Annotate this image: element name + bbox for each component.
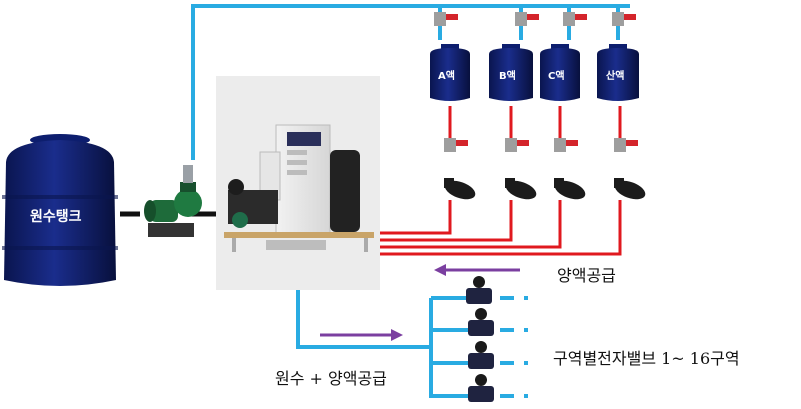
- pump: [144, 165, 202, 237]
- tank-acid-label: 산액: [606, 71, 625, 82]
- flow-arrows: [320, 264, 520, 341]
- source-tank-label: 원수탱크: [30, 209, 82, 225]
- source-tank: [2, 134, 118, 286]
- tank-a-label: A액: [438, 71, 455, 82]
- valve-top-c: [563, 12, 587, 26]
- mid-valves: [444, 138, 638, 152]
- injectors: [444, 178, 646, 200]
- injector-acid: [614, 178, 646, 200]
- controller-unit: [216, 76, 380, 290]
- tank-acid: [597, 44, 639, 101]
- zone-valve-1: [466, 276, 492, 304]
- zone-valves: [466, 276, 494, 402]
- valve-top-b: [515, 12, 539, 26]
- zone-valve-3: [468, 341, 494, 369]
- injector-c: [554, 178, 586, 200]
- tank-a: [430, 44, 470, 101]
- zone-valves-label: 구역별전자밸브 1~ 16구역: [553, 349, 740, 368]
- injector-b: [505, 178, 537, 200]
- valve-top-a: [434, 12, 458, 26]
- injector-a: [444, 178, 476, 200]
- valve-mid-acid: [614, 138, 638, 152]
- zone-valve-4: [468, 374, 494, 402]
- tank-c-label: C액: [548, 71, 565, 82]
- zone-outlets: [500, 296, 528, 398]
- valve-mid-b: [505, 138, 529, 152]
- tank-c: [540, 44, 580, 101]
- zone-valve-2: [468, 308, 494, 336]
- top-valves: [434, 12, 636, 26]
- nutrient-supply-label: 양액공급: [557, 266, 616, 285]
- tank-b: [489, 44, 533, 101]
- small-tanks: [430, 44, 639, 101]
- valve-top-acid: [612, 12, 636, 26]
- nutrient-lines: [380, 106, 622, 256]
- raw-plus-nutrient-label: 원수 + 양액공급: [275, 369, 387, 388]
- valve-mid-c: [554, 138, 578, 152]
- tank-b-label: B액: [499, 71, 516, 82]
- valve-mid-a: [444, 138, 468, 152]
